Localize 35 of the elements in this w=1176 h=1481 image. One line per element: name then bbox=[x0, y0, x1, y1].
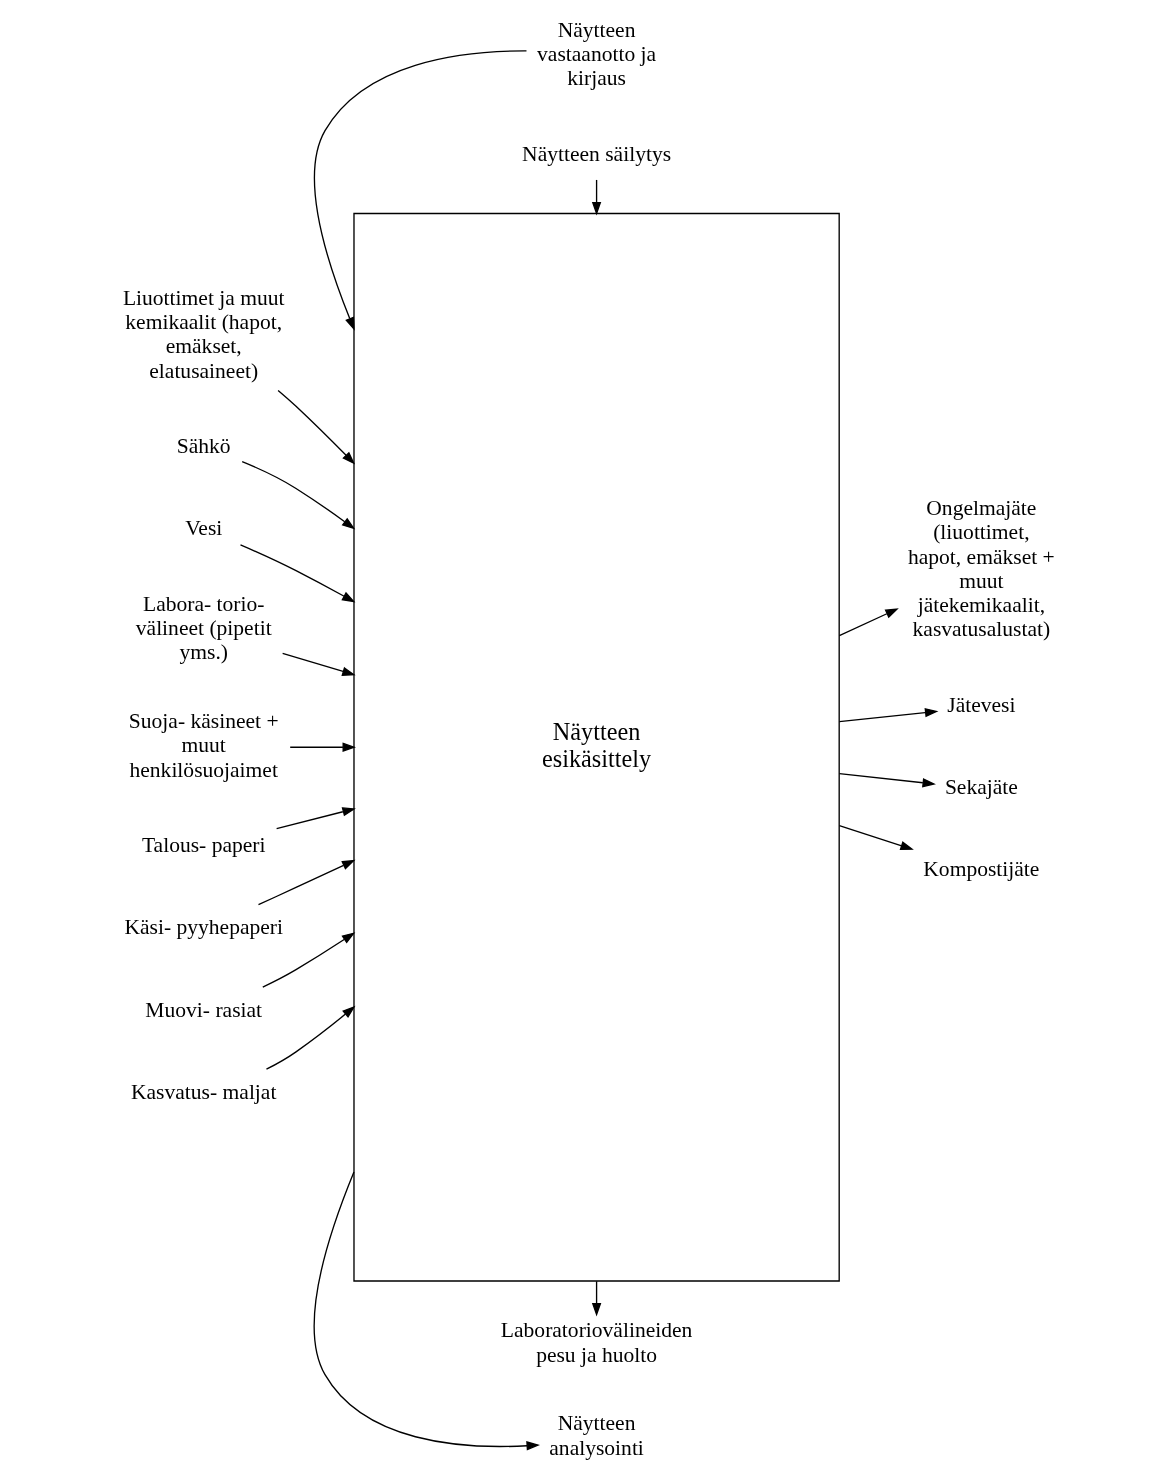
node-box: Näytteen esikäsittely bbox=[352, 212, 840, 1282]
arrow bbox=[838, 772, 936, 788]
arrow bbox=[591, 179, 601, 216]
node-text: Muovi- rasiat bbox=[144, 997, 262, 1022]
node-text: Vesi bbox=[184, 516, 222, 541]
node-text: Talous- paperi bbox=[141, 833, 265, 858]
arrow bbox=[261, 932, 355, 988]
arrow bbox=[313, 1171, 540, 1451]
arrow bbox=[281, 652, 356, 676]
arrow bbox=[276, 389, 355, 465]
node-text: Labora- torio- välineet (pipetit yms.) bbox=[135, 591, 272, 665]
node-text: Käsi- pyyhepaperi bbox=[123, 915, 283, 940]
node-text: Liuottimet ja muut kemikaalit (hapot, emäkset, elatusaineet) bbox=[122, 285, 285, 383]
node-text: Sekajäte bbox=[944, 775, 1018, 800]
node-text: Näytteen vastaanotto ja kirjaus bbox=[536, 17, 656, 91]
arrow bbox=[838, 608, 899, 637]
node-text: Suoja- käsineet + muut henkilösuojaimet bbox=[128, 709, 279, 782]
arrow bbox=[313, 50, 527, 331]
arrow bbox=[241, 460, 355, 530]
node-text: Kompostijäte bbox=[922, 857, 1039, 882]
node-text: Kasvatus- maljat bbox=[130, 1079, 276, 1104]
node-text: Näytteen säilytys bbox=[521, 141, 671, 166]
arrow bbox=[289, 742, 356, 752]
node-text: Jätevesi bbox=[946, 692, 1015, 717]
arrow bbox=[838, 707, 938, 723]
node-text: Laboratoriovälineiden pesu ja huolto bbox=[500, 1318, 692, 1367]
arrow bbox=[591, 1280, 601, 1317]
node-text: Ongelmajäte (liuottimet, hapot, emäkset + muut jätekemikaalit, kasvatusalustat) bbox=[907, 496, 1055, 642]
node-text: Näytteen analysointi bbox=[548, 1411, 644, 1460]
arrow bbox=[265, 1005, 355, 1070]
arrow bbox=[275, 807, 356, 830]
arrow bbox=[257, 859, 355, 906]
node-text: Sähkö bbox=[176, 434, 231, 459]
arrow bbox=[838, 824, 914, 851]
arrow bbox=[239, 544, 355, 603]
